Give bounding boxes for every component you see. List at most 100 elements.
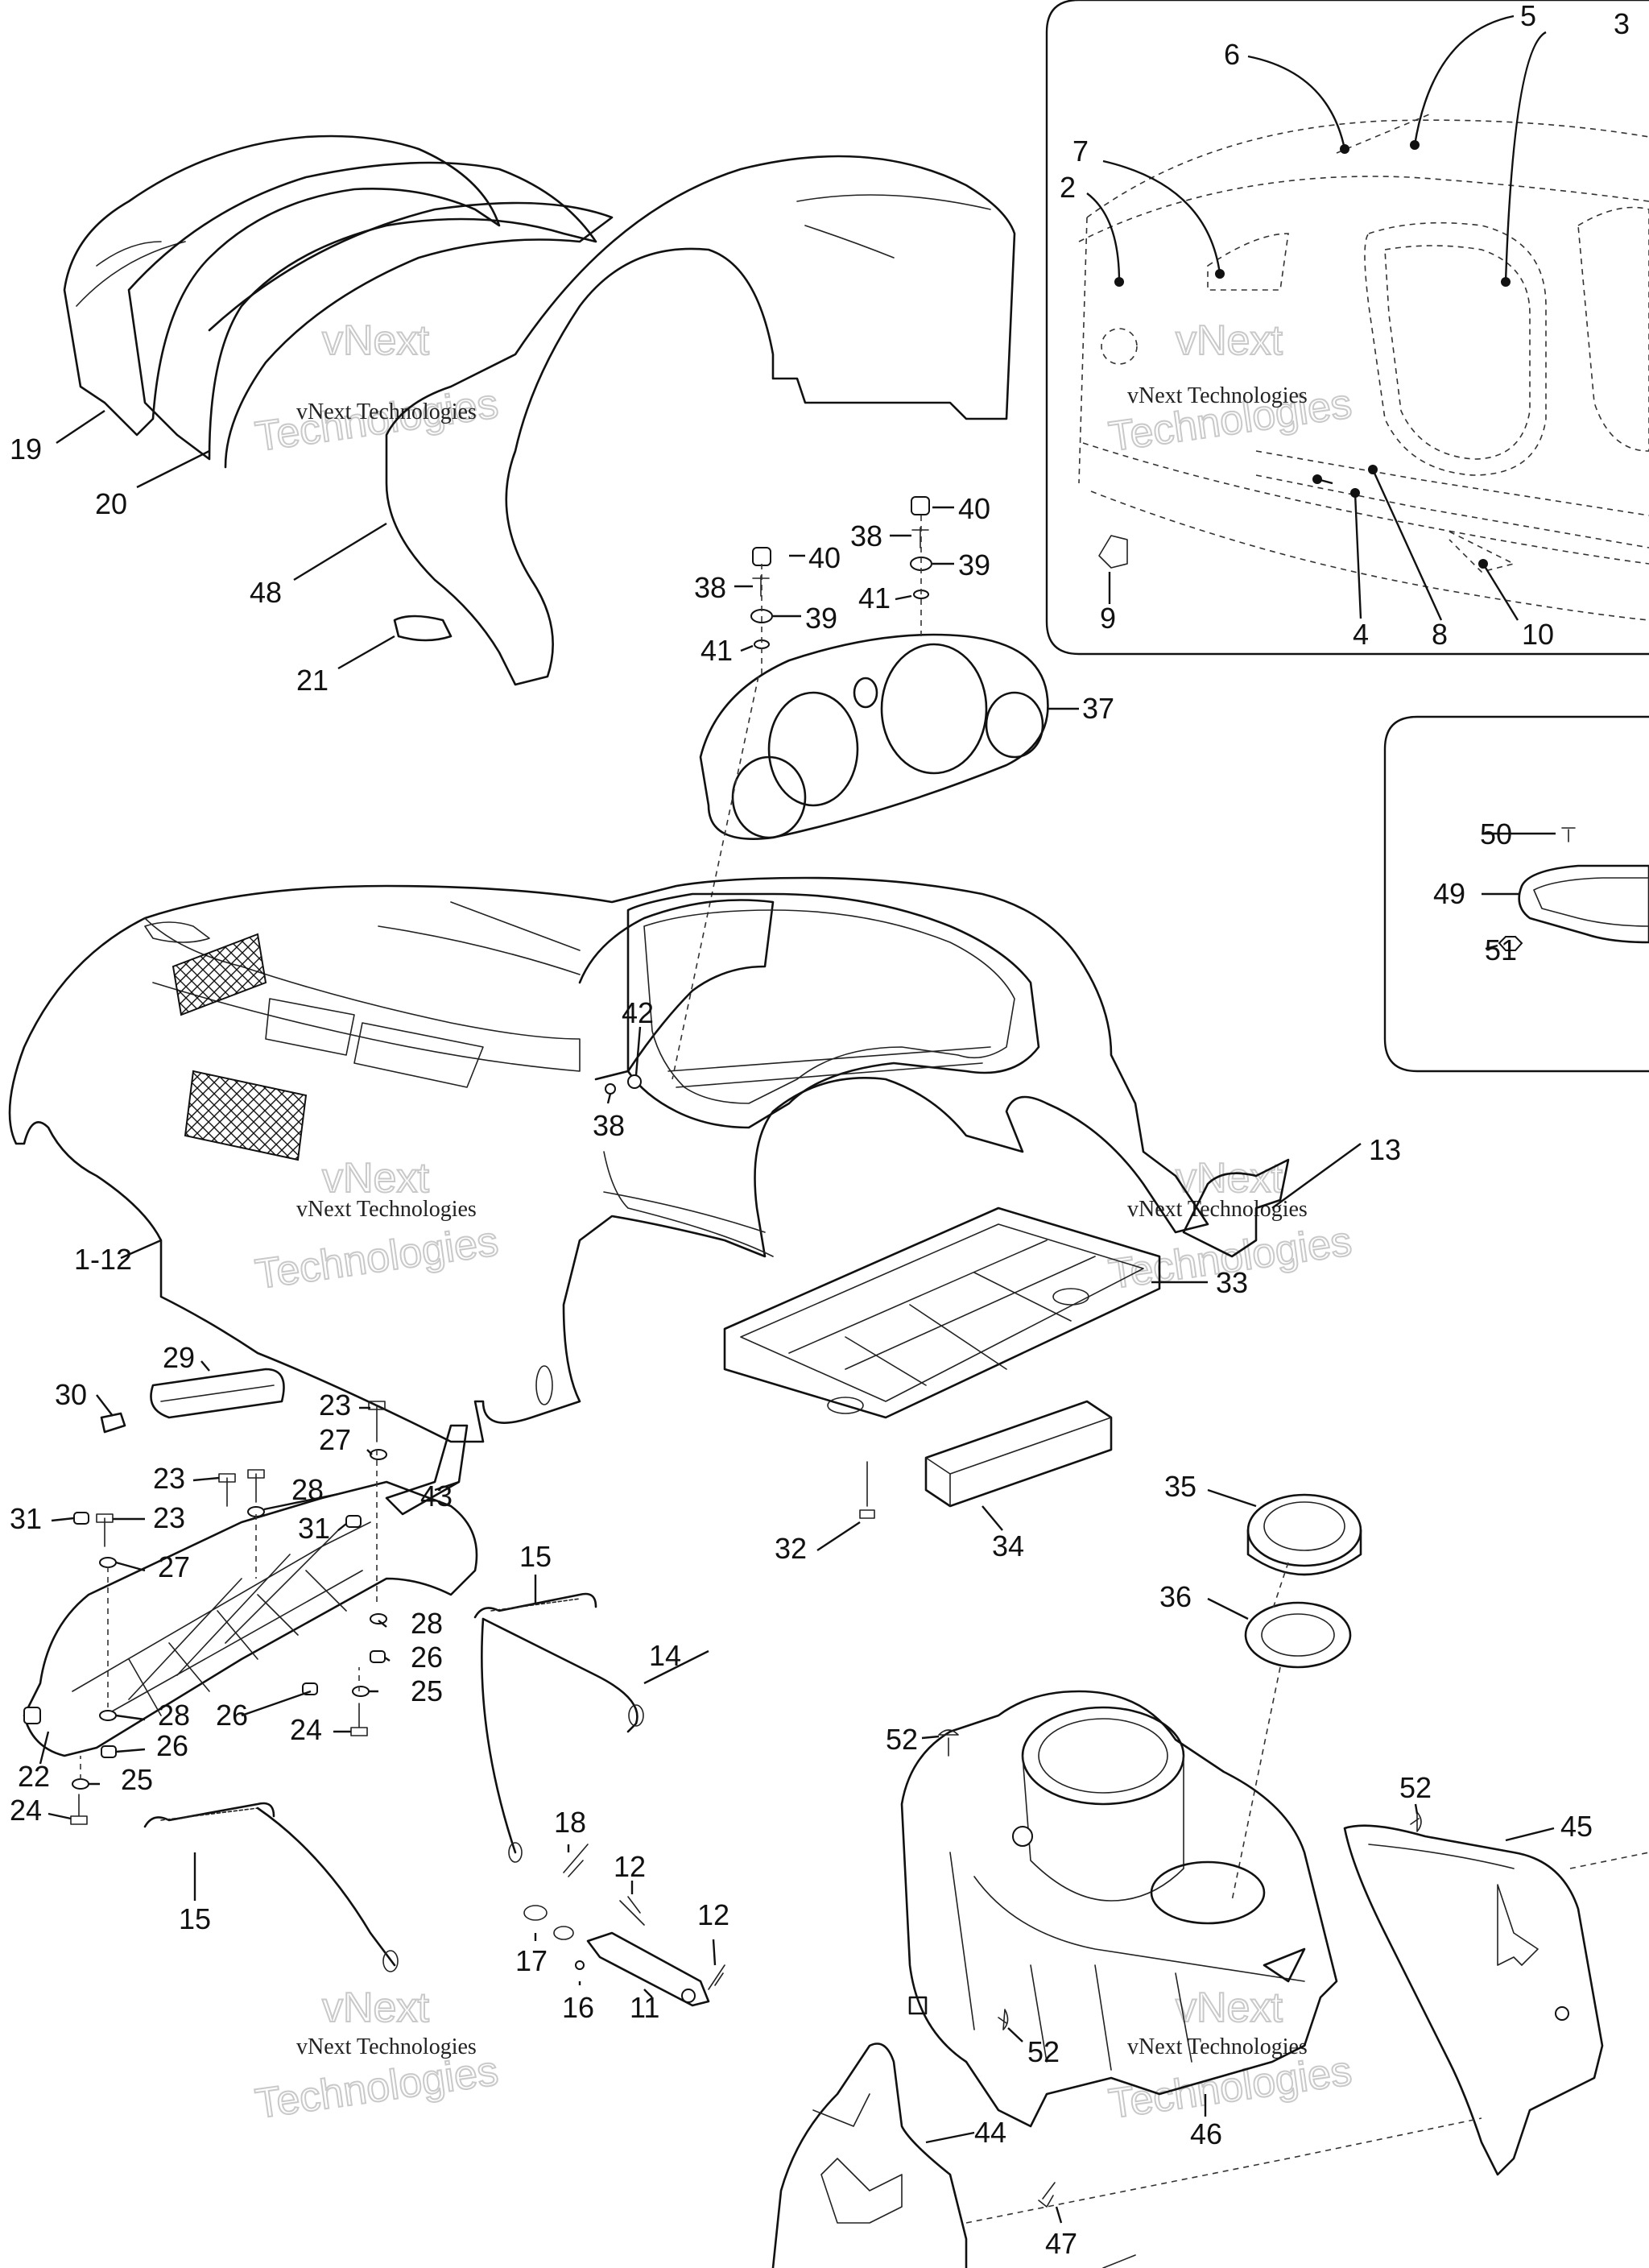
- pin-part-12: [619, 1896, 645, 1926]
- washer-part-25: [352, 1686, 370, 1697]
- callout-41b: 41: [858, 581, 891, 615]
- callout-43: 43: [420, 1480, 453, 1513]
- nut-part-31: [345, 1515, 362, 1528]
- callout-28b: 28: [411, 1607, 443, 1640]
- callout-6: 6: [1224, 38, 1240, 71]
- bolt-part-23: [96, 1513, 114, 1547]
- cap-part-40: [752, 547, 771, 566]
- watermark-text: vNext Technologies: [296, 399, 477, 424]
- callout-24b: 24: [10, 1794, 42, 1827]
- watermark-next: vNext: [322, 1984, 429, 2031]
- cap-part-40: [911, 496, 930, 515]
- callout-1-12: 1-12: [74, 1243, 132, 1276]
- pin-part-30: [100, 1412, 126, 1434]
- callout-39: 39: [805, 602, 837, 635]
- watermark-tech: Technologies: [253, 1218, 502, 1298]
- callout-46: 46: [1190, 2117, 1222, 2150]
- gauge-support-part-37: [699, 633, 1049, 840]
- callout-37: 37: [1082, 692, 1114, 725]
- callout-40b: 40: [958, 492, 990, 525]
- screw-part-50: [1561, 827, 1576, 842]
- bolt-part-23: [368, 1401, 386, 1442]
- fastener-part-47: [1038, 2182, 1056, 2208]
- callout-5: 5: [1520, 0, 1536, 32]
- callout-48: 48: [250, 576, 282, 609]
- bolt-part-23: [218, 1473, 236, 1507]
- console-part-46: [900, 1690, 1338, 2128]
- callout-7: 7: [1072, 135, 1089, 168]
- callout-15b: 15: [179, 1902, 211, 1935]
- release-lever-assembly: 12 12 18 17 16 11: [515, 1806, 729, 2024]
- spring-part-15: [473, 1592, 597, 1619]
- callout-31: 31: [10, 1502, 42, 1535]
- screw-part-38: [752, 575, 770, 597]
- washer-part-28: [99, 1710, 117, 1721]
- callout-32: 32: [775, 1532, 807, 1565]
- callout-25: 25: [411, 1674, 443, 1707]
- callout-38b: 38: [850, 519, 882, 553]
- pad-part-34: [924, 1400, 1113, 1508]
- clip-part-29: [150, 1368, 285, 1419]
- nut-part-31: [73, 1512, 89, 1525]
- nut-gasket-assembly: 35 36: [1159, 1470, 1362, 1902]
- gauge-support-assembly: 37 40 38 39 41 40 38 39 41: [672, 492, 1114, 1080]
- callout-38c: 38: [593, 1109, 625, 1142]
- callout-21: 21: [296, 664, 329, 697]
- callout-18: 18: [554, 1806, 586, 1839]
- callout-19: 19: [10, 432, 42, 466]
- bolt-part-23: [247, 1469, 265, 1503]
- callout-52c: 52: [1027, 2035, 1060, 2068]
- nut-part-26: [101, 1745, 117, 1758]
- washer-part-28: [370, 1613, 387, 1624]
- callout-23b: 23: [153, 1462, 185, 1495]
- bolt-part-24: [70, 1794, 88, 1825]
- callout-4: 4: [1353, 618, 1369, 651]
- windshield-parts: 19 20 48 21: [10, 135, 1016, 697]
- callout-27: 27: [319, 1423, 351, 1456]
- callout-38: 38: [694, 571, 726, 604]
- nut-part-51: [1498, 936, 1523, 951]
- callout-49: 49: [1433, 877, 1465, 910]
- callout-39b: 39: [958, 548, 990, 581]
- callout-51: 51: [1485, 933, 1517, 966]
- callout-30: 30: [55, 1378, 87, 1411]
- clip-part-9: [1098, 535, 1128, 569]
- rivet-part-52: [1410, 1811, 1422, 1832]
- clip-part-21: [393, 615, 453, 642]
- callout-22: 22: [18, 1760, 50, 1793]
- side-panel-part-45: [1343, 1824, 1604, 2176]
- callout-35: 35: [1164, 1470, 1196, 1503]
- inset-panel-border: [1045, 0, 1649, 656]
- rivet-part-52: [938, 1729, 959, 1757]
- console-assembly: 52 52 52 46 45 44 47: [771, 1690, 1649, 2268]
- washer-part-27: [99, 1557, 117, 1568]
- screw-part-38: [605, 1083, 616, 1095]
- callout-11: 11: [630, 1991, 659, 2024]
- decal-inset-panel: 2 7 6 5 3 4 8 10 9: [1045, 0, 1649, 656]
- watermark-text: vNext Technologies: [1127, 2034, 1308, 2059]
- callout-47: 47: [1045, 2227, 1077, 2260]
- callout-26c: 26: [156, 1729, 188, 1762]
- callout-13: 13: [1369, 1133, 1401, 1166]
- screw-part-42: [627, 1074, 642, 1089]
- ring-part-17: [523, 1905, 548, 1921]
- callout-23c: 23: [153, 1501, 185, 1534]
- windshield-part-48: [385, 155, 1016, 686]
- callout-34: 34: [992, 1529, 1024, 1562]
- callout-50: 50: [1480, 817, 1512, 850]
- callout-44: 44: [974, 2116, 1006, 2149]
- watermark-group-5: vNext Technologies vNext Technologies: [252, 1984, 502, 2129]
- bracket-part-22: [23, 1480, 478, 1757]
- pin-part-18: [563, 1844, 589, 1877]
- callout-31b: 31: [298, 1512, 330, 1545]
- callout-40: 40: [808, 541, 841, 574]
- callout-28c: 28: [158, 1699, 190, 1732]
- screw-part-38: [911, 527, 929, 548]
- watermark-text: vNext Technologies: [296, 2034, 477, 2059]
- watermark-text: vNext Technologies: [1127, 383, 1308, 408]
- mirror-part-49: [1518, 864, 1649, 944]
- watermark-next: vNext: [322, 317, 429, 364]
- lever-part-11: [586, 1931, 710, 2007]
- vent-mesh: [184, 1070, 308, 1161]
- callout-45: 45: [1560, 1810, 1593, 1843]
